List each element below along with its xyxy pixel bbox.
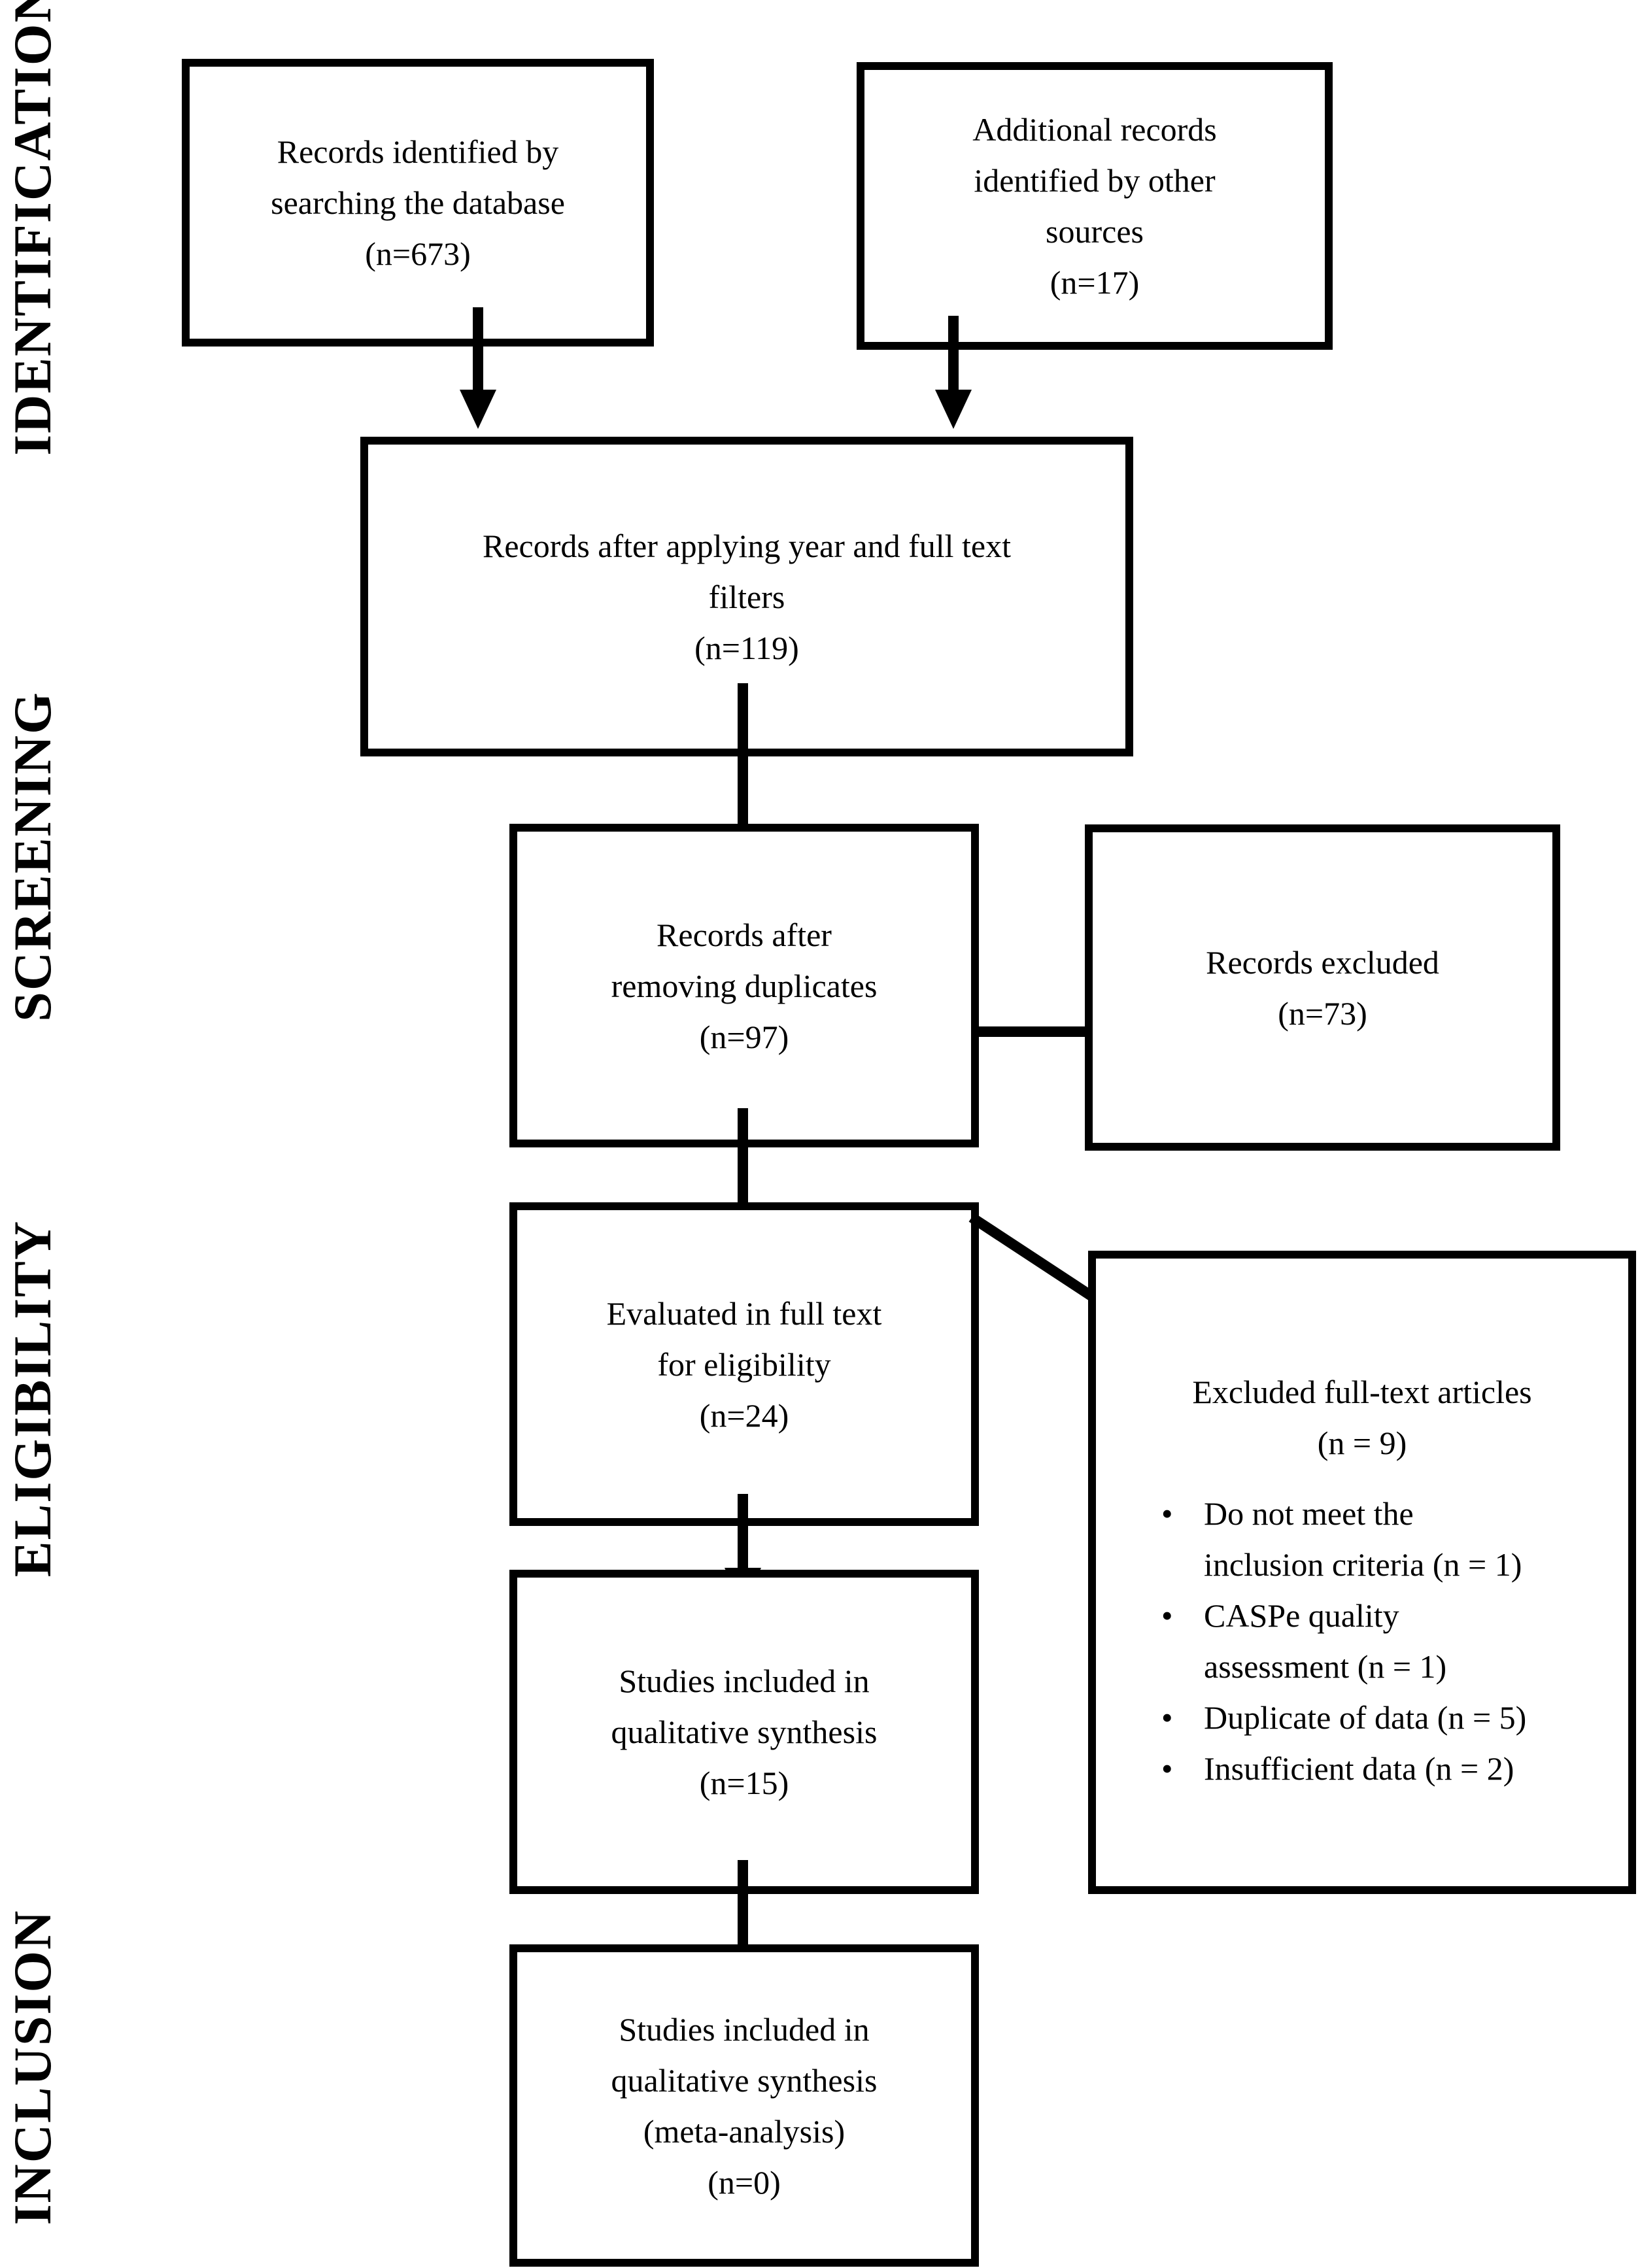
- stage-label-inclusion: INCLUSION: [3, 1909, 62, 2226]
- arrow-stem: [738, 1494, 748, 1570]
- exclusion-reason-item: Duplicate of data (n = 5): [1132, 1692, 1615, 1743]
- box-records-filtered-text: Records after applying year and full tex…: [482, 527, 1012, 666]
- full-text-excluded-count: (n = 9): [1317, 1425, 1407, 1461]
- arrow-stem: [738, 683, 748, 829]
- box-records-identified: Records identified by searching the data…: [182, 59, 654, 347]
- arrow-stem: [473, 307, 483, 392]
- exclusion-reason-item: Do not meet the inclusion criteria (n = …: [1132, 1488, 1615, 1590]
- box-full-text-evaluated: Evaluated in full text for eligibility (…: [509, 1202, 979, 1526]
- box-qualitative-synthesis: Studies included in qualitative synthesi…: [509, 1570, 979, 1894]
- arrow-stem: [948, 316, 959, 392]
- box-additional-records: Additional records identified by other s…: [857, 62, 1333, 350]
- stage-label-screening: SCREENING: [3, 691, 62, 1022]
- box-records-deduplicated-text: Records after removing duplicates (n=97): [611, 916, 878, 1055]
- box-meta-analysis-text: Studies included in qualitative synthesi…: [611, 2010, 878, 2201]
- box-qualitative-synthesis-text: Studies included in qualitative synthesi…: [611, 1663, 878, 1801]
- box-meta-analysis: Studies included in qualitative synthesi…: [509, 1944, 979, 2267]
- box-records-excluded-text: Records excluded (n=73): [1206, 943, 1439, 1032]
- arrow-stem: [738, 1860, 748, 1958]
- box-records-excluded: Records excluded (n=73): [1085, 824, 1560, 1151]
- arrow-head-down-icon: [935, 390, 972, 429]
- box-records-identified-text: Records identified by searching the data…: [271, 133, 565, 272]
- stage-label-identification: IDENTIFICATION: [3, 0, 62, 456]
- full-text-excluded-reasons: Do not meet the inclusion criteria (n = …: [1109, 1488, 1615, 1794]
- full-text-excluded-content: Excluded full-text articles (n = 9) Do n…: [1096, 1259, 1628, 1794]
- full-text-excluded-title: Excluded full-text articles: [1192, 1374, 1532, 1410]
- arrow-head-down-icon: [460, 390, 496, 429]
- box-full-text-excluded: Excluded full-text articles (n = 9) Do n…: [1088, 1251, 1636, 1894]
- box-full-text-evaluated-text: Evaluated in full text for eligibility (…: [606, 1295, 882, 1434]
- stage-label-eligibility: ELIGIBILITY: [3, 1219, 62, 1578]
- exclusion-reason-item: Insufficient data (n = 2): [1132, 1743, 1615, 1794]
- box-additional-records-text: Additional records identified by other s…: [972, 111, 1217, 301]
- box-records-deduplicated: Records after removing duplicates (n=97): [509, 824, 979, 1147]
- arrow-stem: [738, 1108, 748, 1218]
- exclusion-reason-item: CASPe quality assessment (n = 1): [1132, 1590, 1615, 1692]
